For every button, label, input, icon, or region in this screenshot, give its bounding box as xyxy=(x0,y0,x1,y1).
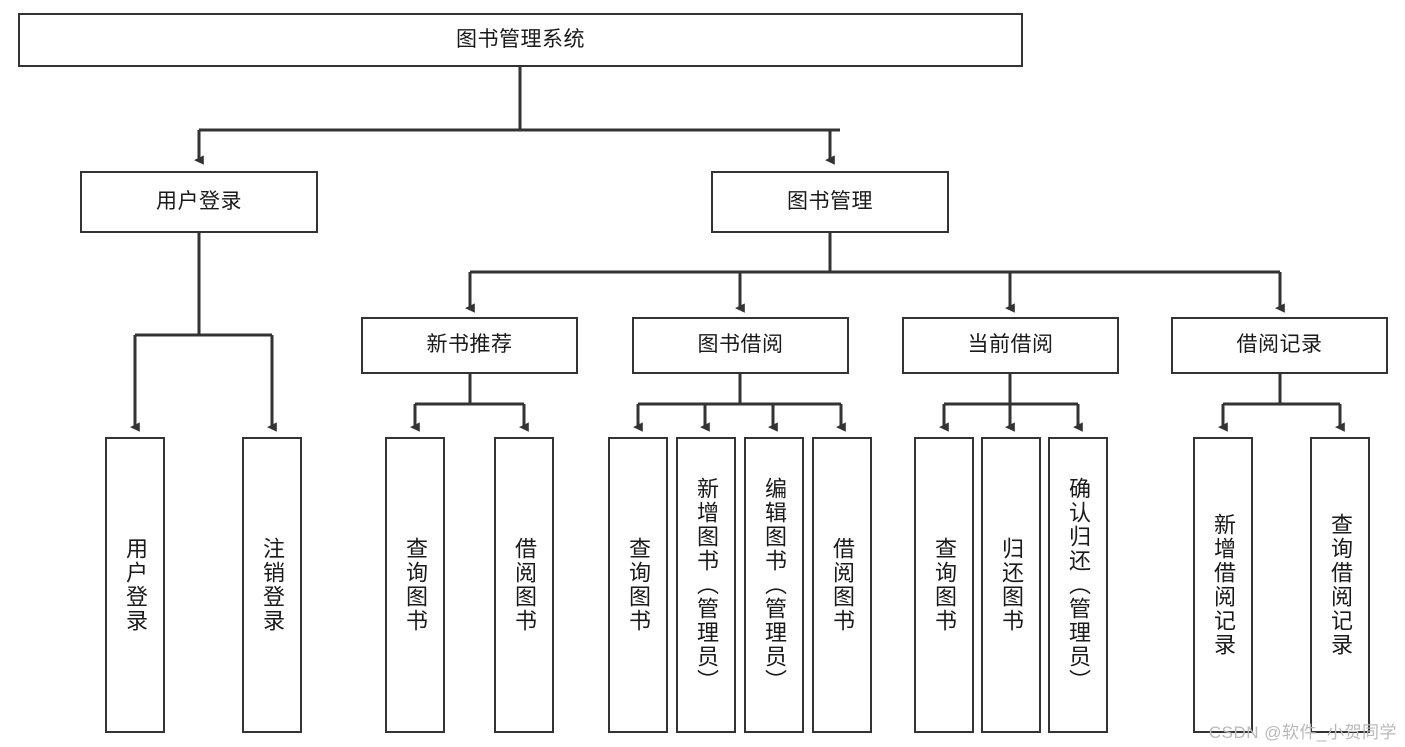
leaf-query-borrow-record[interactable]: 查询借阅记录 xyxy=(1310,437,1370,733)
leaf-add-borrow-record[interactable]: 新增借阅记录 xyxy=(1193,437,1253,733)
node-label: 图书借阅 xyxy=(697,333,784,357)
node-label: 新增借阅记录 xyxy=(1210,513,1236,657)
node-label: 借阅图书 xyxy=(829,537,855,633)
node-borrow-record[interactable]: 借阅记录 xyxy=(1171,317,1388,374)
leaf-add-book[interactable]: 新增图书（管理员） xyxy=(676,437,736,733)
node-label: 注销登录 xyxy=(259,537,285,633)
node-label: 图书管理系统 xyxy=(456,27,585,51)
node-root-system[interactable]: 图书管理系统 xyxy=(18,13,1023,67)
node-current-borrow[interactable]: 当前借阅 xyxy=(902,317,1119,374)
node-label: 查询借阅记录 xyxy=(1327,513,1353,657)
node-label: 用户登录 xyxy=(156,189,242,213)
node-book-manage[interactable]: 图书管理 xyxy=(711,171,949,233)
leaf-borrow-book-recommend[interactable]: 借阅图书 xyxy=(494,437,554,733)
leaf-query-book-current[interactable]: 查询图书 xyxy=(914,437,974,733)
node-label: 查询图书 xyxy=(931,537,957,633)
leaf-return-book[interactable]: 归还图书 xyxy=(981,437,1041,733)
node-label: 编辑图书（管理员） xyxy=(761,477,787,693)
node-label: 用户登录 xyxy=(122,537,148,633)
node-label: 新书推荐 xyxy=(426,333,513,357)
node-user-login[interactable]: 用户登录 xyxy=(80,171,318,233)
leaf-user-login[interactable]: 用户登录 xyxy=(105,437,165,733)
node-label: 查询图书 xyxy=(625,537,651,633)
node-label: 查询图书 xyxy=(402,537,428,633)
node-label: 新增图书（管理员） xyxy=(693,477,719,693)
node-label: 确认归还（管理员） xyxy=(1065,477,1091,693)
node-label: 图书管理 xyxy=(787,189,873,213)
watermark-text: CSDN @软件_小贺同学 xyxy=(1208,723,1397,742)
leaf-edit-book[interactable]: 编辑图书（管理员） xyxy=(744,437,804,733)
node-label: 归还图书 xyxy=(998,537,1024,633)
leaf-confirm-return[interactable]: 确认归还（管理员） xyxy=(1048,437,1108,733)
leaf-borrow-book[interactable]: 借阅图书 xyxy=(812,437,872,733)
node-book-borrow[interactable]: 图书借阅 xyxy=(632,317,849,374)
node-label: 借阅记录 xyxy=(1236,333,1323,357)
node-label: 当前借阅 xyxy=(967,333,1054,357)
node-label: 借阅图书 xyxy=(511,537,537,633)
leaf-query-book-recommend[interactable]: 查询图书 xyxy=(385,437,445,733)
node-new-book-recommend[interactable]: 新书推荐 xyxy=(361,317,578,374)
leaf-query-book-borrow[interactable]: 查询图书 xyxy=(608,437,668,733)
leaf-logout-login[interactable]: 注销登录 xyxy=(242,437,302,733)
